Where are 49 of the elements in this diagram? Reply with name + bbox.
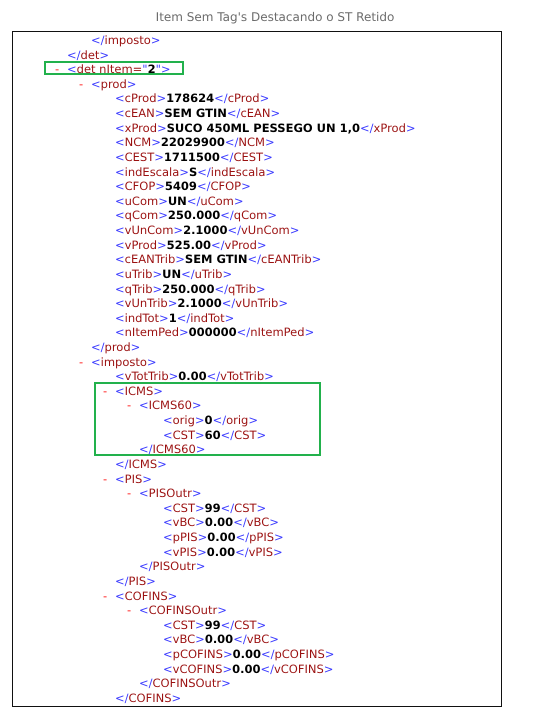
xml-line: <NCM>22029900</NCM>	[115, 136, 275, 148]
xml-line: <qTrib>250.000</qTrib>	[115, 282, 266, 295]
xml-line: <xProd>SUCO 450ML PESSEGO UN 1,0</xProd>	[115, 122, 416, 134]
highlight-box	[44, 60, 184, 76]
highlight-box	[94, 382, 321, 456]
xml-line: <orig>0</orig>	[163, 414, 258, 426]
xml-line: </PISOutr>	[139, 560, 206, 572]
xml-line: <CEST>1711500</CEST>	[115, 150, 273, 163]
title: Item Sem Tag's Destacando o ST Retido	[154, 10, 396, 24]
xml-line: <CFOP>5409</CFOP>	[115, 180, 251, 192]
xml-line: </det>	[67, 48, 110, 61]
xml-line: </PIS>	[115, 574, 156, 587]
xml-line: <CST>60</CST>	[163, 428, 266, 441]
xml-line: </COFINSOutr>	[139, 677, 231, 690]
xml-line: </COFINS>	[115, 692, 182, 704]
xml-line: - <PIS>	[103, 472, 152, 485]
xml-line: <vBC>0.00</vBC>	[163, 633, 279, 646]
xml-line: <vBC>0.00</vBC>	[163, 516, 279, 528]
xml-line: - <ICMS>	[103, 384, 163, 397]
xml-line: <pCOFINS>0.00</pCOFINS>	[163, 648, 334, 660]
xml-line: <vProd>525.00</vProd>	[115, 238, 267, 251]
xml-line: - <COFINSOutr>	[127, 604, 227, 616]
xml-line: <vPIS>0.00</vPIS>	[163, 546, 283, 558]
xml-line: <CST>99</CST>	[163, 618, 266, 631]
xml-line: <uCom>UN</uCom>	[115, 194, 244, 207]
xml-line: <qCom>250.000</qCom>	[115, 209, 277, 222]
xml-line: - <det nItem="2">	[55, 63, 171, 76]
xml-line: <vUnTrib>2.1000</vUnTrib>	[115, 297, 288, 310]
xml-line: - <PISOutr>	[127, 487, 202, 500]
xml-line: <cProd>178624</cProd>	[115, 92, 270, 104]
xml-line: <vCOFINS>0.00</vCOFINS>	[163, 662, 334, 675]
xml-line: <indTot>1</indTot>	[115, 312, 234, 324]
xml-line: <nItemPed>000000</nItemPed>	[115, 326, 314, 338]
xml-line: - <prod>	[79, 78, 136, 90]
xml-line: </ICMS>	[115, 458, 167, 470]
xml-line: <cEAN>SEM GTIN</cEAN>	[115, 107, 280, 120]
xml-line: </prod>	[91, 341, 140, 354]
xml-line: <indEscala>S</indEscala>	[115, 166, 276, 178]
xml-line: <CST>99</CST>	[163, 502, 266, 514]
xml-line: <vTotTrib>0.00</vTotTrib>	[115, 370, 274, 382]
xml-line: - <imposto>	[79, 356, 157, 368]
xml-line: </imposto>	[91, 34, 160, 46]
xml-line: - <COFINS>	[103, 590, 178, 602]
xml-line: <pPIS>0.00</pPIS>	[163, 531, 284, 544]
xml-line: <cEANTrib>SEM GTIN</cEANTrib>	[115, 253, 322, 266]
xml-line: - <ICMS60>	[127, 399, 202, 412]
xml-line: <vUnCom>2.1000</vUnCom>	[115, 224, 300, 236]
xml-line: <uTrib>UN</uTrib>	[115, 268, 232, 280]
xml-line: </ICMS60>	[139, 443, 206, 456]
